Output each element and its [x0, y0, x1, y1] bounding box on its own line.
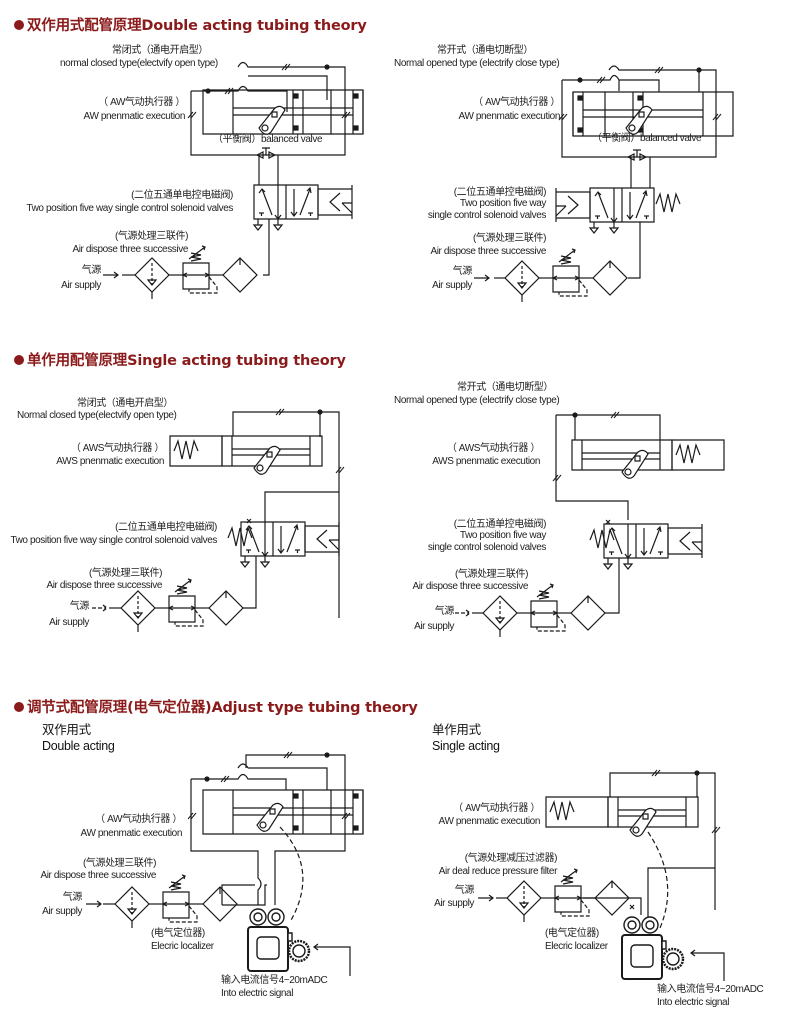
bullet-icon	[14, 702, 24, 712]
section-title-text: 双作用式配管原理Double acting tubing theory	[27, 18, 367, 34]
label-actuator-cn: （ AW气动执行器 ）	[98, 97, 185, 108]
label-supply-en: Air supply	[61, 280, 101, 291]
label-type-cn: 常开式（通电切断型）	[437, 45, 533, 56]
label-supply-en: Air supply	[414, 621, 454, 632]
bullet-icon	[14, 355, 24, 365]
diagram-single-acting-nc	[92, 408, 345, 633]
bullet-icon	[14, 20, 24, 30]
label-signal-cn: 输入电流信号4~20mADC	[657, 984, 764, 995]
diagram-double-acting-no	[474, 66, 734, 303]
label-solenoid-cn: (二位五通单控电磁阀)	[453, 187, 547, 198]
label-frl-cn: (气源处理减压过滤器)	[464, 853, 558, 864]
label-actuator-en: AWS pnenmatic execution	[432, 456, 540, 467]
label-type-en: Normal opened type (electrify close type…	[394, 58, 560, 69]
label-localizer-en: Elecric localizer	[151, 941, 214, 952]
label-actuator-en: AW pnenmatic execution	[83, 111, 186, 122]
label-supply-en: Air supply	[434, 898, 474, 909]
label-frl-en: Air deal reduce pressure filter	[438, 866, 558, 877]
subtitle-en: Double acting	[42, 739, 115, 753]
label-solenoid-cn: (二位五通单电控电磁阀)	[131, 190, 233, 201]
diagram-double-acting-nc	[103, 63, 364, 300]
label-supply-cn: 气源	[81, 265, 102, 276]
label-localizer-en: Elecric localizer	[545, 941, 608, 952]
label-frl-cn: (气源处理三联件)	[88, 568, 162, 579]
label-frl-cn: (气源处理三联件)	[472, 233, 546, 244]
label-actuator-en: AW pnenmatic execution	[80, 828, 183, 839]
label-balanced-valve: （平衡阀）balanced valve	[213, 134, 323, 145]
label-actuator-en: AWS pnenmatic execution	[56, 456, 164, 467]
section-title-single-acting: 单作用配管原理Single acting tubing theory	[14, 349, 346, 370]
label-type-cn: 常开式（通电切断型）	[457, 382, 553, 393]
label-actuator-cn: （ AWS气动执行器 ）	[446, 443, 541, 454]
label-supply-cn: 气源	[69, 601, 90, 612]
label-frl-cn: (气源处理三联件)	[114, 231, 188, 242]
label-actuator-cn: （ AW气动执行器 ）	[473, 97, 560, 108]
label-signal-en: Into electric signal	[221, 988, 294, 999]
label-localizer-cn: (电气定位器)	[545, 928, 599, 939]
label-solenoid-cn: (二位五通单控电磁阀)	[453, 519, 547, 530]
label-frl-cn: (气源处理三联件)	[454, 569, 528, 580]
label-localizer-cn: (电气定位器)	[151, 928, 205, 939]
subtitle-cn: 双作用式	[42, 723, 91, 737]
label-type-cn: 常闭式（通电开启型）	[77, 398, 173, 409]
label-supply-cn: 气源	[454, 885, 475, 896]
label-solenoid-en: Two position five way	[459, 198, 546, 209]
subtitle-cn: 单作用式	[432, 723, 481, 737]
label-balanced-valve: （平衡阀）balanced valve	[592, 133, 702, 144]
section-title-text: 单作用配管原理Single acting tubing theory	[27, 353, 346, 369]
label-frl-en: Air dispose three successive	[40, 870, 156, 881]
label-type-cn: 常闭式（通电开启型）	[112, 45, 208, 56]
label-supply-en: Air supply	[49, 617, 89, 628]
label-frl-en: Air dispose three successive	[72, 244, 188, 255]
label-solenoid-en: single control solenoid valves	[427, 542, 546, 553]
label-actuator-cn: （ AW气动执行器 ）	[95, 814, 182, 825]
section-title-double-acting: 双作用式配管原理Double acting tubing theory	[14, 14, 367, 35]
label-solenoid-cn: (二位五通单电控电磁阀)	[115, 522, 217, 533]
label-supply-en: Air supply	[42, 906, 82, 917]
label-actuator-cn: （ AW气动执行器 ）	[453, 803, 540, 814]
label-frl-en: Air dispose three successive	[46, 580, 162, 591]
label-signal-cn: 输入电流信号4~20mADC	[221, 975, 328, 986]
label-actuator-en: AW pnenmatic execution	[458, 111, 561, 122]
label-supply-cn: 气源	[434, 606, 455, 617]
label-frl-cn: (气源处理三联件)	[82, 858, 156, 869]
label-frl-en: Air dispose three successive	[430, 246, 546, 257]
diagram-single-acting-no	[455, 411, 724, 638]
label-supply-cn: 气源	[62, 892, 83, 903]
label-frl-en: Air dispose three successive	[412, 581, 528, 592]
label-signal-en: Into electric signal	[657, 997, 730, 1008]
diagram-adjust-single-acting	[478, 769, 724, 981]
label-type-en: normal closed type(electvify open type)	[60, 58, 218, 69]
label-solenoid-en: Two position five way	[459, 530, 546, 541]
label-type-en: Normal closed type(electvify open type)	[17, 410, 177, 421]
subtitle-en: Single acting	[432, 739, 500, 753]
section-title-adjust-type: 调节式配管原理(电气定位器)Adjust type tubing theory	[14, 696, 418, 717]
label-solenoid-en: Two position five way single control sol…	[26, 203, 233, 214]
label-solenoid-en: single control solenoid valves	[427, 210, 546, 221]
label-supply-en: Air supply	[432, 280, 472, 291]
label-actuator-en: AW pnenmatic execution	[438, 816, 541, 827]
section-title-text: 调节式配管原理(电气定位器)Adjust type tubing theory	[27, 700, 418, 716]
label-solenoid-en: Two position five way single control sol…	[10, 535, 217, 546]
diagram-adjust-double-acting	[86, 751, 364, 976]
label-supply-cn: 气源	[452, 266, 473, 277]
label-type-en: Normal opened type (electrify close type…	[394, 395, 560, 406]
label-actuator-cn: （ AWS气动执行器 ）	[70, 443, 165, 454]
